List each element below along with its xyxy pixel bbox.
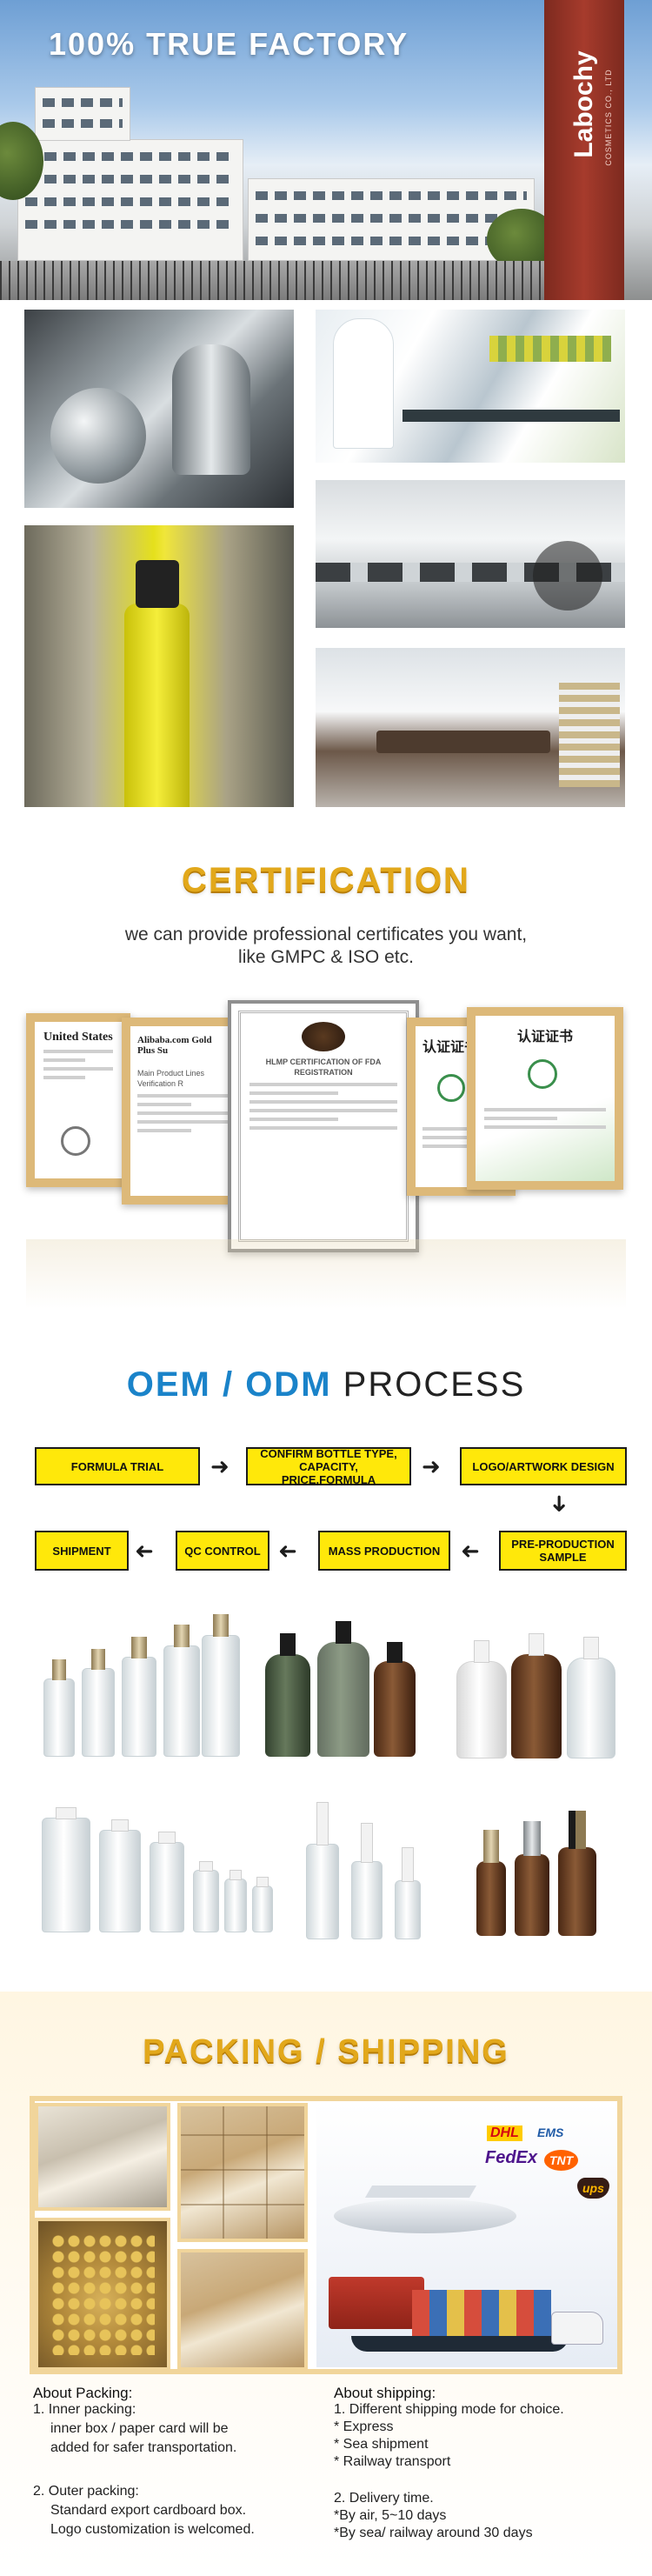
carton-stack-photo: [177, 2103, 308, 2242]
certificate-reflection: [26, 1239, 626, 1309]
about-packing-line: added for safer transportation.: [50, 2440, 237, 2455]
about-packing-line: 1. Inner packing:: [33, 2402, 136, 2417]
certification-text-line2: like GMPC & ISO etc.: [238, 947, 414, 967]
bottles-in-box-photo: [35, 2218, 170, 2371]
arrow-left-icon: ➜: [461, 1538, 480, 1564]
about-packing-line: Standard export cardboard box.: [50, 2503, 247, 2518]
fedex-logo: FedEx: [485, 2148, 538, 2167]
arrow-left-icon: ➜: [278, 1538, 297, 1564]
us-certificate-title: United States: [43, 1031, 113, 1044]
about-shipping-line: * Sea shipment: [334, 2437, 429, 2452]
production-tanks-photo: [24, 310, 294, 508]
step-logo-design: LOGO/ARTWORK DESIGN: [460, 1447, 627, 1485]
brand-logo: Labochy: [569, 50, 598, 158]
fda-certificate: HLMP CERTIFICATION OF FDA REGISTRATION: [228, 1000, 419, 1252]
certification-heading: CERTIFICATION: [182, 861, 470, 899]
factory-title: 100% TRUE FACTORY: [49, 26, 409, 62]
tall-building: [35, 87, 130, 141]
about-shipping-line: * Express: [334, 2419, 394, 2434]
arrow-right-icon: ➜: [422, 1453, 441, 1479]
process-heading-process: PROCESS: [343, 1365, 526, 1404]
filling-machine-photo: [24, 525, 294, 807]
dhl-logo: DHL: [487, 2126, 522, 2141]
ems-logo: EMS: [537, 2126, 564, 2139]
process-heading-oem: OEM / ODM: [126, 1365, 332, 1404]
iso-certificate: 认证证书: [467, 1007, 623, 1190]
alibaba-certificate-title: Alibaba.com Gold Plus Su: [137, 1035, 212, 1056]
alibaba-certificate-line: Main Product Lines Verification R: [137, 1069, 205, 1088]
step-formula-trial: FORMULA TRIAL: [35, 1447, 200, 1485]
workshop-building: [248, 178, 535, 261]
process-heading: OEM / ODM PROCESS: [0, 1365, 652, 1405]
about-shipping-title: About shipping:: [334, 2385, 436, 2401]
iso-certificate-title: 认证证书: [516, 1030, 573, 1044]
arrow-left-icon: ➜: [135, 1538, 154, 1564]
meeting-room-photo: [316, 648, 625, 807]
step-confirm-bottle: CONFIRM BOTTLE TYPE, CAPACITY, PRICE,FOR…: [246, 1447, 411, 1486]
factory-fence: [0, 261, 544, 300]
about-shipping-line: * Railway transport: [334, 2454, 451, 2469]
about-packing-line: inner box / paper card will be: [50, 2421, 229, 2436]
laboratory-photo: [316, 310, 625, 463]
inner-packing-photo: [35, 2103, 170, 2211]
about-shipping-line: *By sea/ railway around 30 days: [334, 2526, 533, 2540]
ups-logo: ups: [577, 2178, 609, 2199]
about-packing-line: Logo customization is welcomed.: [50, 2522, 255, 2537]
step-mass-production: MASS PRODUCTION: [318, 1531, 450, 1571]
arrow-right-icon: ➜: [210, 1453, 230, 1479]
certification-text-line1: we can provide professional certificates…: [124, 924, 528, 944]
alibaba-certificate: Alibaba.com Gold Plus Su Main Product Li…: [122, 1018, 243, 1205]
arrow-down-icon: ➜: [546, 1494, 573, 1513]
step-qc-control: QC CONTROL: [176, 1531, 269, 1571]
office-photo: [316, 480, 625, 628]
about-packing-line: 2. Outer packing:: [33, 2484, 139, 2499]
tnt-logo: TNT: [544, 2150, 579, 2171]
gmpc-certificate-title: 认证证书: [422, 1040, 479, 1055]
about-shipping-line: *By air, 5~10 days: [334, 2508, 447, 2523]
factory-building-photo: Labochy COSMETICS CO., LTD 100% TRUE FAC…: [0, 0, 652, 300]
step-shipment: SHIPMENT: [35, 1531, 129, 1571]
about-shipping-line: 1. Different shipping mode for choice.: [334, 2402, 564, 2417]
fda-certificate-title: HLMP CERTIFICATION OF FDA REGISTRATION: [265, 1058, 382, 1077]
us-certificate: United States: [26, 1013, 130, 1187]
shipping-logistics-photo: DHL EMS FedEx TNT ups: [316, 2103, 617, 2367]
about-packing-title: About Packing:: [33, 2385, 133, 2401]
boxed-product-photo: [177, 2249, 308, 2371]
about-shipping-line: 2. Delivery time.: [334, 2491, 434, 2506]
packing-heading: PACKING / SHIPPING: [143, 2033, 509, 2070]
brand-tower: [544, 0, 624, 300]
office-building: [17, 139, 243, 261]
step-pre-production-sample: PRE-PRODUCTION SAMPLE: [499, 1531, 627, 1571]
brand-subtitle: COSMETICS CO., LTD: [604, 69, 613, 166]
